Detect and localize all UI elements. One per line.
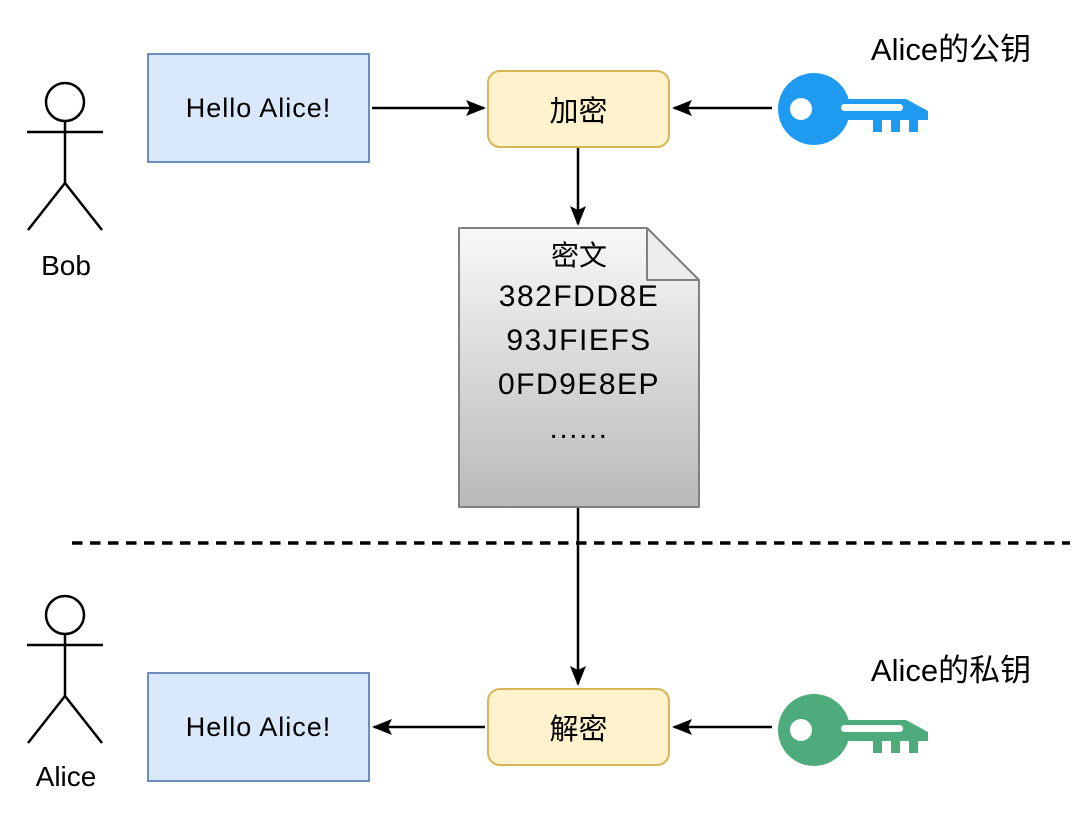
ciphertext-document-text: 密文 382FDD8E 93JFIEFS 0FD9E8EP ...... xyxy=(458,227,700,451)
plaintext-message-box-bottom: Hello Alice! xyxy=(147,672,370,782)
private-key-icon xyxy=(778,693,928,767)
ciphertext-line: 93JFIEFS xyxy=(506,324,652,357)
ciphertext-document-shape xyxy=(458,227,700,508)
ciphertext-line: 382FDD8E xyxy=(498,280,660,313)
ciphertext-line: 0FD9E8EP xyxy=(497,368,661,401)
bob-actor-figure xyxy=(27,81,103,231)
alice-label: Alice xyxy=(35,761,97,792)
ciphertext-line: ...... xyxy=(549,412,609,445)
decrypt-process-box: 解密 xyxy=(487,688,670,766)
private-key-label: Alice的私钥 xyxy=(870,653,1032,688)
plaintext-message-box-top: Hello Alice! xyxy=(147,53,370,163)
bob-label: Bob xyxy=(41,250,91,281)
public-key-icon xyxy=(778,72,928,146)
ciphertext-title: 密文 xyxy=(550,240,607,271)
alice-actor-figure xyxy=(27,594,103,744)
encrypt-process-box: 加密 xyxy=(487,70,670,148)
public-key-label: Alice的公钥 xyxy=(870,32,1032,67)
